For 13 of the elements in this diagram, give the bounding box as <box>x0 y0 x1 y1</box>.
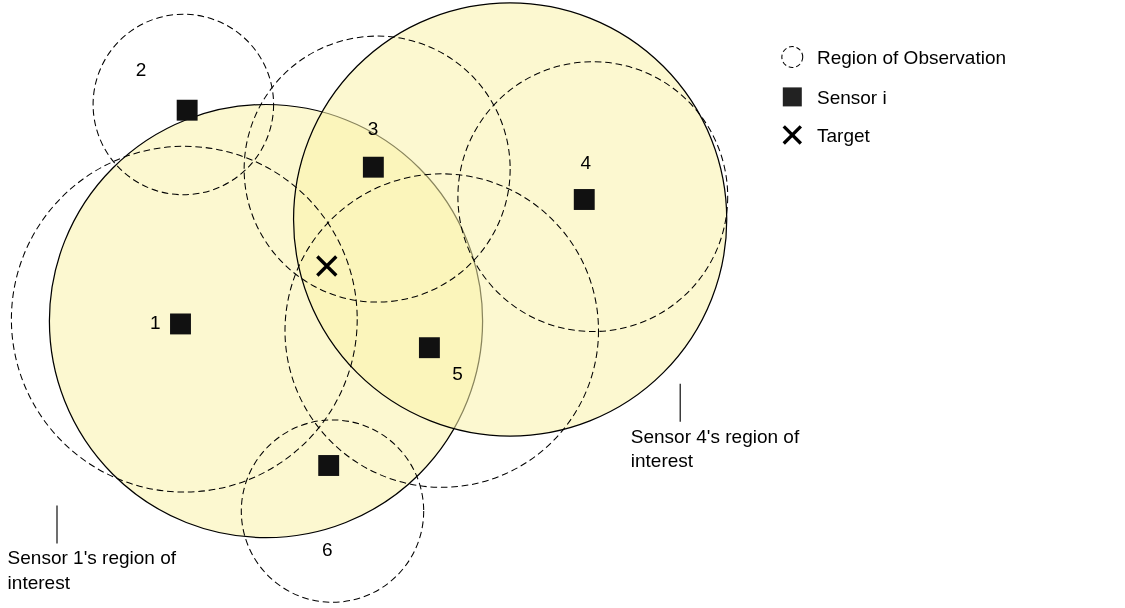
sensor-number: 2 <box>135 57 147 82</box>
sensor-number: 3 <box>367 116 379 141</box>
legend-label: Region of Observation <box>817 45 1007 70</box>
legend-label: Target <box>817 123 870 148</box>
legend-label: Sensor i <box>817 85 887 110</box>
leader-line <box>679 383 681 423</box>
sensor-number: 5 <box>452 361 463 386</box>
callout-text: Sensor 4's region of interest <box>630 424 801 474</box>
leader-line <box>56 504 58 544</box>
callout-text: Sensor 1's region of interest <box>7 546 177 595</box>
sensor-number: 6 <box>322 537 333 562</box>
sensor-number: 4 <box>580 151 591 175</box>
sensor-number: 1 <box>150 310 161 335</box>
